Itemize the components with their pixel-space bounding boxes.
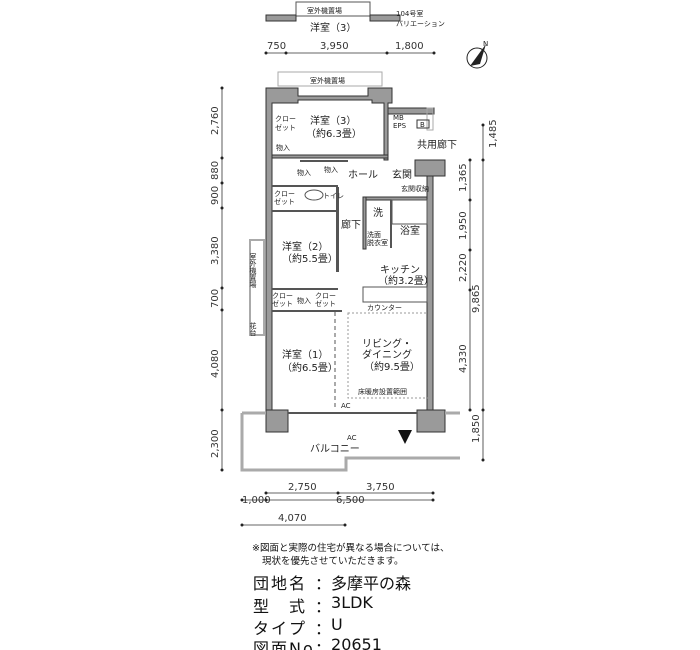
variation-caption: 104号室 (396, 9, 423, 18)
label-info-0-value: 多摩平の森 (331, 574, 412, 593)
label-rooms-washroom_1: 洗面 (367, 230, 381, 239)
label-left_dims-4: 700 (210, 289, 221, 308)
label-rooms-living_size: （約9.5畳） (364, 360, 420, 373)
variation-outdoor-unit-label: 室外機置場 (307, 6, 342, 15)
room-bath: 浴室 (400, 224, 420, 237)
label-right_dims-0: 1,485 (488, 119, 499, 148)
label-top_dims-1: 3,950 (320, 41, 349, 52)
label-rooms-closet_2: ゼット (274, 197, 295, 206)
label-right_dims-3: 2,220 (458, 253, 469, 282)
label-rooms-washroom_2: 脱衣室 (367, 238, 388, 247)
label-info-3-key: 図面No (253, 639, 315, 650)
label-left_dims-5: 4,080 (210, 349, 221, 378)
label-rooms-outdoor_unit: 室外機置場 (310, 76, 345, 85)
disclaimer-line-2: 現状を優先させていただきます。 (262, 556, 404, 567)
info-type: 型 式：3LDK (253, 593, 373, 616)
room-entrance: 玄関 (392, 168, 412, 181)
label-rooms-western1_size: （約6.5畳） (282, 361, 338, 374)
label-rooms-western3_size: （約6.3畳） (306, 127, 362, 140)
label-rooms-outdoor_unit_v: 室外機置場 (249, 252, 257, 289)
label-info-2-value: U (331, 615, 343, 634)
top-dimensions: 750 3,950 1,800 (264, 41, 436, 55)
label-rooms-storage: 物入 (276, 143, 290, 152)
label-right_dims-5: 4,330 (458, 344, 469, 373)
variation-caption-2: バリエーション (396, 20, 445, 28)
label-rooms-closet_1: クロー (274, 190, 295, 198)
label-right_dims-4: 9,865 (471, 284, 482, 313)
label-rooms-closet_1: クロー (272, 292, 293, 300)
room-balcony: バルコニー (310, 443, 360, 455)
label-rooms-flower: 花台 (249, 321, 257, 337)
room-western-1: 洋室（1） (282, 348, 328, 361)
variation-room-label: 洋室（3） (310, 21, 356, 34)
disclaimer-line-1: ※図面と実際の住宅が異なる場合については、 (252, 543, 450, 554)
label-top_dims-2: 1,800 (395, 41, 424, 52)
label-info-3-value: 20651 (331, 635, 382, 650)
room-living-dining: リビング・ (362, 337, 412, 350)
variation-inset: 室外機置場 洋室（3） 104号室 バリエーション (265, 1, 445, 34)
label-top_dims-0: 750 (267, 41, 286, 52)
label-info-1-value: 3LDK (331, 593, 373, 612)
label-rooms-entrance_storage: 玄関収納 (401, 184, 429, 193)
room-western-2: 洋室（2） (282, 240, 328, 253)
label-bottom_dims-2: 1,000 (242, 495, 271, 506)
toilet-icon (304, 189, 324, 201)
label-rooms-kitchen_size: （約3.2畳） (378, 274, 434, 287)
label-rooms-storage: 物入 (324, 165, 338, 174)
info-estate: 団地名：多摩平の森 (253, 570, 411, 594)
room-toilet: トイレ (323, 192, 344, 200)
label-bottom_dims-0: 2,750 (288, 482, 317, 493)
room-western-3: 洋室（3） (310, 114, 356, 127)
label-rooms-living2: ダイニング (362, 348, 412, 361)
label-left_dims-6: 2,300 (210, 429, 221, 458)
label-rooms-ac: AC (341, 402, 351, 410)
label-rooms-closet_1: クロー (275, 115, 296, 123)
label-info-0-key: 団地名 (253, 574, 308, 593)
label-rooms-western2_size: （約5.5畳） (282, 252, 338, 265)
label-rooms-closet_2: ゼット (275, 123, 296, 132)
main-plan: 室外機置場 MB EPS B 共用廊下 クロー ゼット 洋室（3） （約6.3畳… (240, 71, 460, 472)
label-info-1-key: 型 式 (253, 597, 308, 616)
label-rooms-storage: 物入 (297, 296, 311, 305)
label-rooms-closet_2: ゼット (272, 299, 293, 308)
label-rooms-closet_2: ゼット (315, 299, 336, 308)
label-rooms-storage: 物入 (297, 168, 311, 177)
label-rooms-mb: MB (393, 114, 404, 122)
label-info-2-key: タイプ (253, 619, 308, 638)
room-corridor: 廊下 (341, 218, 361, 231)
label-left_dims-0: 2,760 (210, 106, 221, 135)
info-drawing-no: 図面No：20651 (253, 635, 382, 650)
label-right_dims-1: 1,365 (458, 163, 469, 192)
label-rooms-wash: 洗 (373, 207, 383, 219)
label-bottom_dims-1: 3,750 (366, 482, 395, 493)
room-kitchen: キッチン (380, 264, 420, 276)
north-compass-icon: N (466, 40, 488, 69)
label-rooms-floor_heating: 床暖房設置範囲 (358, 387, 407, 396)
right-dimensions: 1,485 1,365 1,950 2,220 9,865 4,330 1,85… (458, 119, 499, 462)
label-right_dims-6: 1,850 (471, 414, 482, 443)
label-left_dims-1: 880 (210, 161, 221, 180)
label-bottom_dims-4: 4,070 (278, 513, 307, 524)
label-right_dims-2: 1,950 (458, 211, 469, 240)
label-left_dims-3: 3,380 (210, 236, 221, 265)
label-rooms-b: B (420, 121, 425, 129)
info-subtype: タイプ：U (253, 615, 343, 638)
label-rooms-common_corridor: 共用廊下 (417, 138, 457, 151)
label-left_dims-2: 900 (210, 186, 221, 205)
room-hall: ホール (348, 169, 378, 181)
label-rooms-counter: カウンター (367, 303, 402, 312)
svg-text:N: N (483, 40, 488, 48)
label-rooms-ac: AC (347, 434, 357, 442)
left-dimensions: 2,760 880 900 3,380 700 4,080 2,300 (210, 86, 224, 472)
label-rooms-eps: EPS (393, 122, 407, 130)
label-bottom_dims-3: 6,500 (336, 495, 365, 506)
bottom-dimensions: 2,750 3,750 1,000 6,500 4,070 (240, 482, 435, 527)
label-rooms-closet_1: クロー (315, 292, 336, 300)
hatch-icon (398, 430, 412, 444)
